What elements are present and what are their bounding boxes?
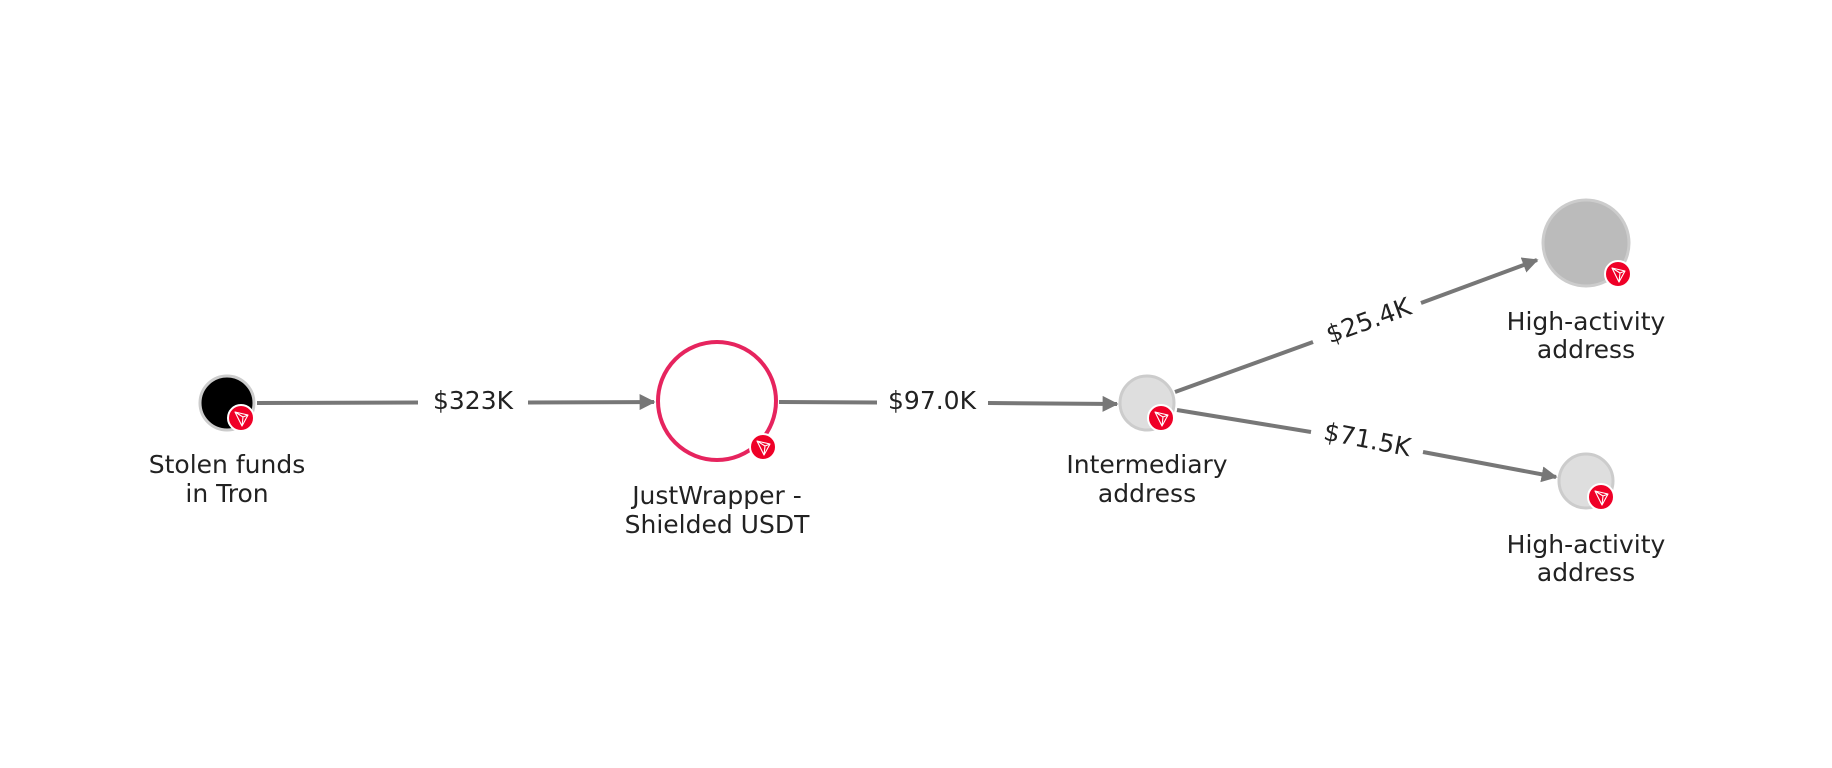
node-label: High-activity <box>1507 307 1666 336</box>
node-stolen-funds[interactable]: Stolen funds in Tron <box>149 374 305 508</box>
edge-intermediary-to-high2[interactable]: $71.5K <box>1176 408 1558 483</box>
edge-amount-label: $25.4K <box>1322 292 1415 350</box>
node-label: Stolen funds <box>149 450 305 479</box>
tron-icon <box>749 433 777 461</box>
edge-amount-label: $323K <box>433 386 514 415</box>
edge-stolen-to-justwrapper[interactable]: $323K <box>256 386 656 415</box>
node-high-activity-2[interactable]: High-activity address <box>1507 452 1666 587</box>
node-intermediary[interactable]: Intermediary address <box>1066 374 1228 508</box>
node-label: address <box>1537 558 1635 587</box>
tron-icon <box>227 404 255 432</box>
node-label: Intermediary <box>1066 450 1227 479</box>
edge-amount-label: $97.0K <box>888 386 977 415</box>
node-label: in Tron <box>185 479 268 508</box>
node-label: address <box>1098 479 1196 508</box>
node-label: Shielded USDT <box>625 510 810 539</box>
node-high-activity-1[interactable]: High-activity address <box>1507 198 1666 364</box>
tron-icon <box>1587 483 1615 511</box>
node-label: JustWrapper - <box>630 481 802 510</box>
edge-intermediary-to-high1[interactable]: $25.4K <box>1174 257 1539 394</box>
node-label: address <box>1537 335 1635 364</box>
tron-icon <box>1147 404 1175 432</box>
node-justwrapper[interactable]: JustWrapper - Shielded USDT <box>625 340 810 539</box>
edge-amount-label: $71.5K <box>1321 417 1413 462</box>
node-label: High-activity <box>1507 530 1666 559</box>
tron-icon <box>1604 260 1632 288</box>
edge-justwrapper-to-intermediary[interactable]: $97.0K <box>778 386 1119 415</box>
